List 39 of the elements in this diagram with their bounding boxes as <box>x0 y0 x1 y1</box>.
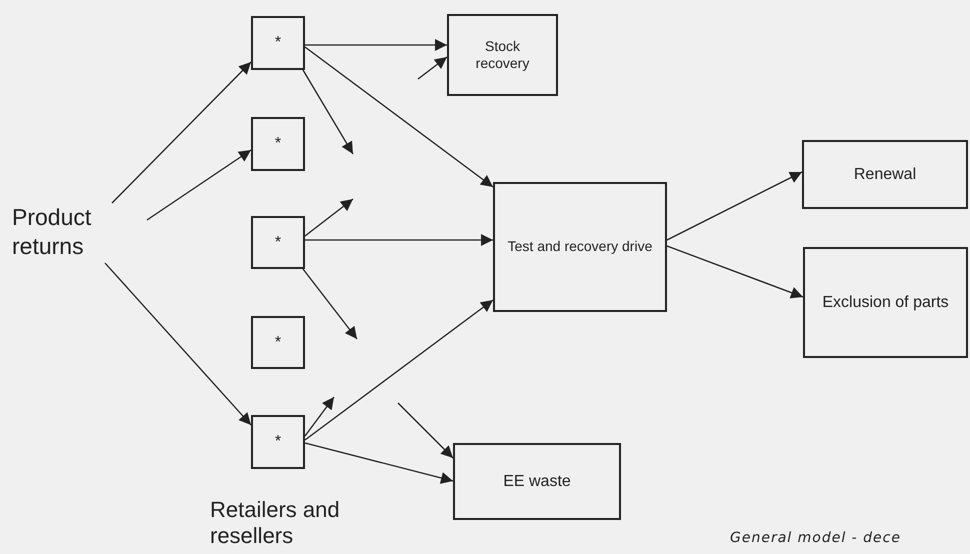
box-label: * <box>274 232 282 252</box>
arrow <box>418 56 448 80</box>
process-box <box>802 140 968 209</box>
process-box <box>453 443 621 520</box>
arrow <box>666 171 802 241</box>
box-label: * <box>274 134 282 154</box>
box-label: Stock recovery <box>474 38 530 72</box>
box-label: Renewal <box>854 164 916 184</box>
arrow <box>146 149 252 221</box>
arrow <box>112 62 252 204</box>
arrow <box>304 46 494 188</box>
arrow <box>666 245 804 298</box>
node-label: Product returns <box>12 203 92 260</box>
arrow <box>104 262 252 426</box>
process-box <box>447 14 558 96</box>
group-label: Retailers and resellers <box>210 497 341 550</box>
arrow <box>398 402 454 458</box>
process-box <box>493 182 667 312</box>
arrow <box>304 299 494 441</box>
process-box <box>803 247 968 358</box>
arrow <box>302 268 358 340</box>
process-box <box>251 117 305 171</box>
process-box <box>251 415 305 469</box>
box-label: EE waste <box>503 472 571 492</box>
box-label: * <box>274 33 282 53</box>
arrow <box>304 396 335 436</box>
process-box <box>251 216 305 269</box>
caption: General model - dece <box>730 530 901 546</box>
box-label: Test and recovery drive <box>508 238 652 256</box>
arrow <box>302 70 354 154</box>
box-label: Exclusion of parts <box>822 292 949 312</box>
arrow <box>305 39 447 51</box>
arrow <box>305 234 493 246</box>
arrow <box>304 198 354 237</box>
process-box <box>251 16 305 70</box>
arrow <box>304 442 454 484</box>
process-box <box>251 316 305 369</box>
box-label: * <box>274 432 282 452</box>
box-label: * <box>274 332 282 352</box>
